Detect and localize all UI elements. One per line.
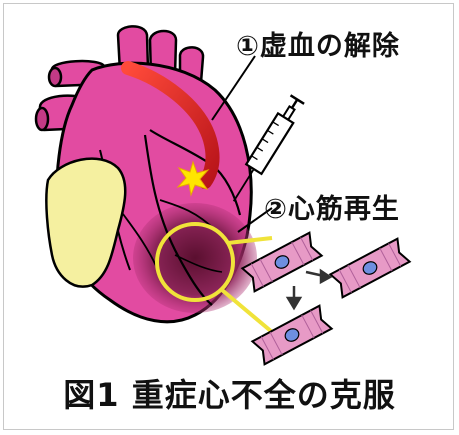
figure-caption: 図1 重症心不全の克服 [0,370,459,416]
pointer-line-1 [212,56,255,120]
cell-daughter-right [330,239,409,298]
cell-daughter-bottom [252,306,331,365]
division-arrows [288,271,330,308]
label-myocardial-regeneration: ②心筋再生 [264,187,400,226]
label-ischemia-relief: ①虚血の解除 [236,24,400,63]
